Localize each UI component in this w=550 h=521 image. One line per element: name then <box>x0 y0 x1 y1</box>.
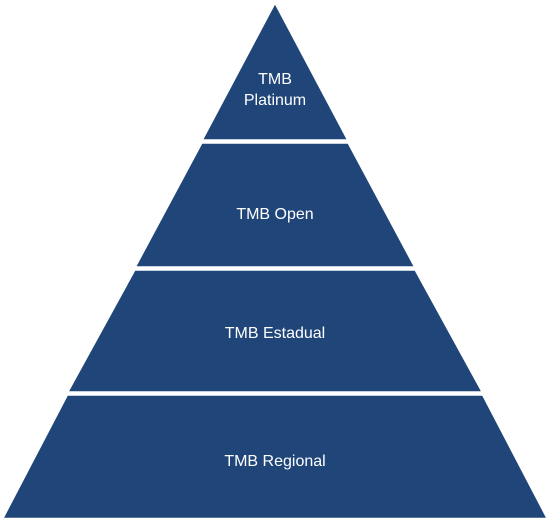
tier-open: TMB Open <box>132 141 418 269</box>
tier-regional-label: TMB Regional <box>224 453 325 470</box>
tier-regional-shape <box>0 393 550 521</box>
tier-platinum-shape <box>199 0 351 142</box>
tier-platinum-label-line-1: TMB <box>258 71 292 88</box>
tier-platinum: TMB Platinum <box>199 0 351 142</box>
tier-open-label: TMB Open <box>236 206 313 223</box>
tier-estadual: TMB Estadual <box>64 268 486 394</box>
tier-regional: TMB Regional <box>0 393 550 521</box>
tier-estadual-shape <box>64 268 486 394</box>
tier-estadual-label: TMB Estadual <box>225 325 325 342</box>
tier-open-shape <box>132 141 418 269</box>
tier-platinum-label-line-2: Platinum <box>244 92 306 109</box>
